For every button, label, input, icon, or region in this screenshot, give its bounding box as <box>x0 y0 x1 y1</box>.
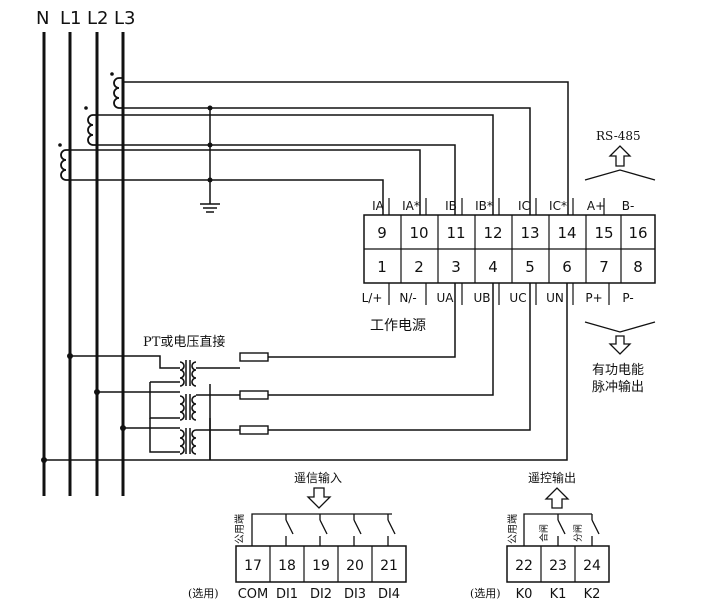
do-title: 遥控输出 <box>528 470 576 485</box>
terminal-16: 16 <box>628 224 647 242</box>
terminal-4: 4 <box>488 258 498 276</box>
label-a-plus: A+ <box>587 199 605 213</box>
terminal-3: 3 <box>451 258 461 276</box>
label-ia: IA <box>372 199 385 213</box>
label-di1: DI1 <box>276 587 298 602</box>
pulse-label-line1: 有功电能 <box>592 363 644 378</box>
label-k2: K2 <box>584 587 601 602</box>
terminal-12: 12 <box>483 224 502 242</box>
label-k1: K1 <box>550 587 567 602</box>
terminal-24: 24 <box>583 558 601 574</box>
terminal-20: 20 <box>346 558 364 574</box>
label-ic-star: IC* <box>549 199 567 213</box>
pt-cores <box>185 360 191 454</box>
terminal-14: 14 <box>557 224 576 242</box>
do-terminal-block: 22 23 24 <box>506 545 610 583</box>
terminal-7: 7 <box>599 258 609 276</box>
line-label-l3: L3 <box>114 8 135 29</box>
pulse-output-arrow <box>584 321 656 355</box>
di-terminal-block: 17 18 19 20 21 <box>235 545 407 583</box>
do-switch-wiring <box>523 513 600 546</box>
do-close-label: 合闸 <box>538 524 550 542</box>
terminal-22: 22 <box>515 558 533 574</box>
label-uc: UC <box>509 291 526 305</box>
pulse-label-line2: 脉冲输出 <box>592 379 644 395</box>
terminal-17: 17 <box>244 558 262 574</box>
power-lines <box>42 32 125 496</box>
rs485-label: RS-485 <box>596 129 641 143</box>
label-k0: K0 <box>516 587 533 602</box>
terminal-18: 18 <box>278 558 296 574</box>
di-common-label: 公用端 <box>233 514 246 544</box>
terminal-19: 19 <box>312 558 330 574</box>
bottom-label-separators <box>388 283 610 305</box>
label-di3: DI3 <box>344 587 366 602</box>
label-l-plus: L/+ <box>362 291 383 305</box>
terminal-6: 6 <box>562 258 572 276</box>
main-terminal-block: 9 10 11 12 13 14 15 16 1 2 3 4 5 6 7 8 <box>363 214 656 284</box>
di-arrow <box>306 487 332 509</box>
label-ib: IB <box>445 199 457 213</box>
label-com: COM <box>238 587 269 602</box>
di-optional-label: (选用) <box>188 587 219 600</box>
line-label-l2: L2 <box>87 8 108 29</box>
do-optional-label: (选用) <box>470 587 501 600</box>
ct-polarity-dots <box>58 72 114 147</box>
terminal-2: 2 <box>414 258 424 276</box>
label-ic: IC <box>518 199 530 213</box>
terminal-13: 13 <box>520 224 539 242</box>
label-ib-star: IB* <box>475 199 493 213</box>
label-ub: UB <box>473 291 490 305</box>
pt-coils <box>179 361 197 455</box>
ground-icon <box>200 203 220 213</box>
label-di4: DI4 <box>378 587 400 602</box>
label-p-minus: P- <box>622 291 633 305</box>
terminal-10: 10 <box>409 224 428 242</box>
line-label-n: N <box>36 8 49 29</box>
line-label-l1: L1 <box>60 8 81 29</box>
terminal-8: 8 <box>633 258 643 276</box>
di-switch-wiring <box>251 513 396 546</box>
terminal-5: 5 <box>525 258 535 276</box>
label-b-minus: B- <box>622 199 635 213</box>
line-junctions <box>41 353 126 463</box>
terminal-15: 15 <box>594 224 613 242</box>
label-di2: DI2 <box>310 587 332 602</box>
terminal-11: 11 <box>446 224 465 242</box>
label-n-minus: N/- <box>399 291 416 305</box>
label-ua: UA <box>437 291 455 305</box>
label-ia-star: IA* <box>402 199 420 213</box>
rs485-arrow <box>584 145 656 181</box>
do-open-label: 分闸 <box>573 524 584 542</box>
label-p-plus: P+ <box>585 291 602 305</box>
top-label-separators <box>388 198 605 215</box>
pt-wiring <box>44 283 568 461</box>
power-supply-label: 工作电源 <box>370 318 426 334</box>
terminal-23: 23 <box>549 558 567 574</box>
di-title: 遥信输入 <box>294 470 342 485</box>
fuse-icons <box>239 352 269 435</box>
ct-coils <box>60 77 123 181</box>
ct-leads <box>70 78 569 215</box>
pt-label: PT或电压直接 <box>143 334 225 350</box>
do-common-label: 公用端 <box>506 514 519 544</box>
label-un: UN <box>546 291 564 305</box>
terminal-1: 1 <box>377 258 387 276</box>
ground-junctions <box>207 105 213 183</box>
terminal-9: 9 <box>377 224 387 242</box>
terminal-21: 21 <box>380 558 398 574</box>
do-arrow <box>544 487 570 509</box>
